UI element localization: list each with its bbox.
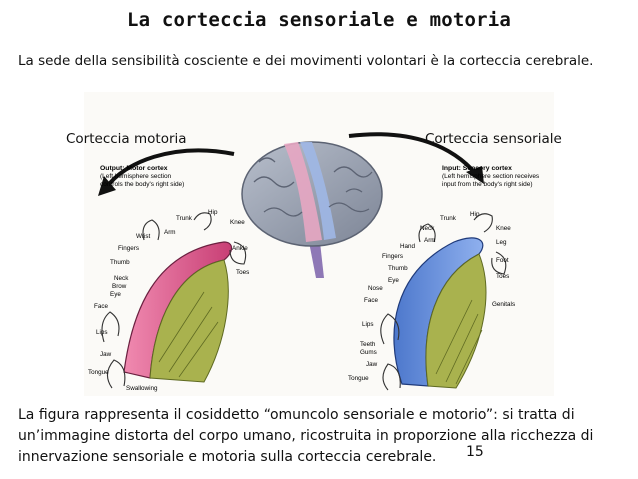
motor-label-hip: Hip	[208, 209, 218, 216]
sensory-label-toes: Toes	[496, 273, 509, 280]
sensory-box-line3: input from the body's right side)	[442, 181, 532, 188]
motor-homunculus	[101, 212, 247, 389]
sensory-label-hand: Hand	[400, 243, 416, 250]
sensory-label-jaw: Jaw	[366, 361, 378, 368]
sensory-cortex-box: Input: Sensory cortex (Left hemisphere s…	[442, 165, 540, 188]
motor-box-line3: controls the body's right side)	[100, 181, 184, 188]
motor-box-line2: (Left hemisphere section	[100, 173, 172, 180]
intro-text: La sede della sensibilità cosciente e de…	[18, 53, 594, 69]
motor-label-neck: Neck	[114, 275, 129, 282]
sensory-label-genitals: Genitals	[492, 301, 515, 308]
motor-label-knee: Knee	[230, 219, 245, 226]
motor-label-trunk: Trunk	[176, 215, 193, 222]
motor-label-wrist: Wrist	[136, 233, 150, 240]
motor-label-thumb: Thumb	[110, 259, 130, 266]
sensory-label-face: Face	[364, 297, 378, 304]
sensory-label-arm: Arm	[424, 237, 436, 244]
motor-label-arm: Arm	[164, 229, 176, 236]
sensory-box-line1: Input: Sensory cortex	[442, 165, 512, 172]
motor-label-face: Face	[94, 303, 108, 310]
brain-icon	[241, 141, 383, 278]
homunculus-illustration: Output: Motor cortex (Left hemisphere se…	[84, 92, 554, 396]
homunculus-figure: Output: Motor cortex (Left hemisphere se…	[84, 92, 554, 396]
arrow-to-motor	[104, 148, 235, 190]
sensory-cortex-label: Corteccia sensoriale	[425, 131, 562, 147]
page-number: 15	[466, 444, 484, 460]
sensory-label-nose: Nose	[368, 285, 383, 292]
sensory-box-line2: (Left hemisphere section receives	[442, 173, 540, 180]
sensory-label-trunk: Trunk	[440, 215, 457, 222]
motor-label-ankle: Ankle	[232, 245, 248, 252]
motor-label-jaw: Jaw	[100, 351, 112, 358]
slide-title: La corteccia sensoriale e motoria	[126, 9, 512, 31]
arrow-head-sensory	[466, 166, 484, 184]
arrow-head-motor	[98, 176, 116, 196]
sensory-label-hip: Hip	[470, 211, 480, 218]
sensory-label-knee: Knee	[496, 225, 511, 232]
sensory-label-leg: Leg	[496, 239, 507, 246]
sensory-label-lips: Lips	[362, 321, 374, 328]
sensory-label-fingers: Fingers	[382, 253, 403, 260]
motor-labels: Trunk Hip Knee Wrist Arm Fingers Ankle T…	[88, 209, 249, 392]
motor-box-line1: Output: Motor cortex	[100, 165, 168, 172]
sensory-homunculus	[380, 213, 507, 391]
sensory-label-eye: Eye	[388, 277, 399, 284]
motor-cortex-label: Corteccia motoria	[66, 131, 187, 147]
motor-cortex-box: Output: Motor cortex (Left hemisphere se…	[100, 165, 184, 188]
motor-label-eye: Eye	[110, 291, 121, 298]
sensory-labels: Trunk Hip Neck Knee Arm Leg Hand Fingers…	[348, 211, 515, 382]
motor-label-toes: Toes	[236, 269, 249, 276]
motor-label-brow: Brow	[112, 283, 127, 290]
motor-label-lips: Lips	[96, 329, 108, 336]
arrow-to-sensory	[348, 132, 478, 176]
footer-text: La figura rappresenta il cosiddetto “omu…	[18, 407, 594, 465]
sensory-label-neck: Neck	[420, 225, 435, 232]
sensory-label-thumb: Thumb	[388, 265, 408, 272]
sensory-label-foot: Foot	[496, 257, 509, 264]
motor-label-swallowing: Swallowing	[126, 385, 158, 392]
sensory-label-tongue: Tongue	[348, 375, 369, 382]
motor-label-tongue: Tongue	[88, 369, 109, 376]
motor-label-fingers: Fingers	[118, 245, 139, 252]
sensory-label-teeth: Teeth	[360, 341, 376, 348]
sensory-label-gums: Gums	[360, 349, 377, 356]
